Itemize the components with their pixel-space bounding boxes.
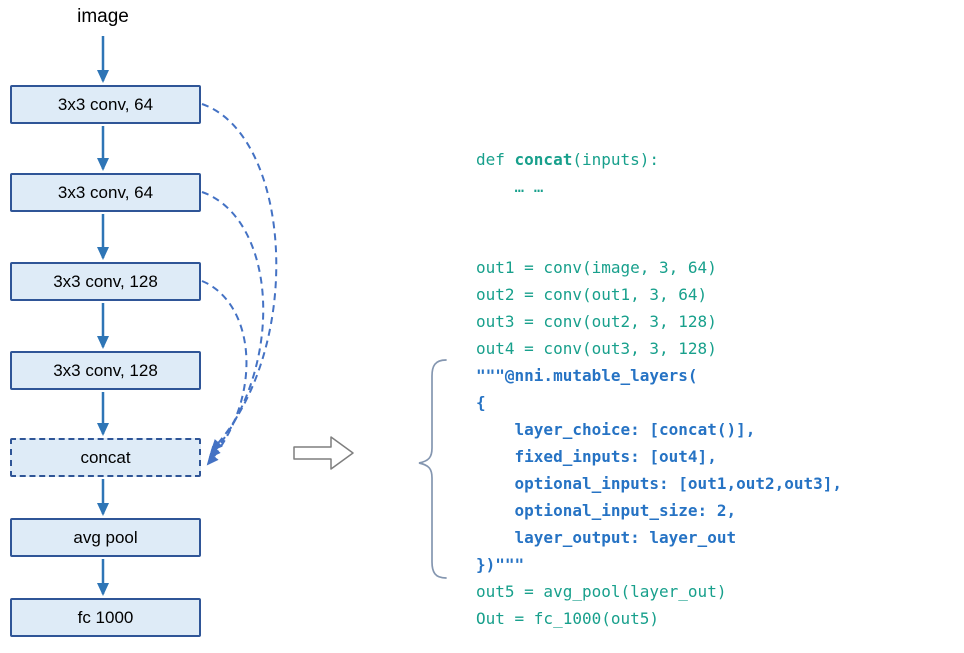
node-conv2: 3x3 conv, 64 <box>10 173 201 212</box>
code-segment: out3 = conv(out2, 3, 128) <box>476 312 717 331</box>
code-segment: { <box>476 393 486 412</box>
code-block: def concat(inputs): … … out1 = conv(imag… <box>476 146 842 632</box>
code-segment: layer_output: layer_out <box>476 528 737 547</box>
code-line: out5 = avg_pool(layer_out) <box>476 578 842 605</box>
code-line: out2 = conv(out1, 3, 64) <box>476 281 842 308</box>
node-conv1: 3x3 conv, 64 <box>10 85 201 124</box>
code-segment: concat <box>659 420 717 439</box>
code-line: … … <box>476 173 842 200</box>
code-segment: """@nni.mutable_layers( <box>476 366 698 385</box>
code-segment: fixed_inputs: [out4], <box>476 447 717 466</box>
code-line: Out = fc_1000(out5) <box>476 605 842 632</box>
code-segment: out4 = conv(out3, 3, 128) <box>476 339 717 358</box>
code-segment: optional_inputs: [out1,out2,out3], <box>476 474 843 493</box>
skip-connection-curves <box>201 103 278 466</box>
transform-arrow-icon <box>293 436 354 470</box>
code-segment: def <box>476 150 515 169</box>
code-segment: })""" <box>476 555 525 574</box>
code-segment: optional_input_size: 2, <box>476 501 737 520</box>
node-conv4: 3x3 conv, 128 <box>10 351 201 390</box>
code-line: """@nni.mutable_layers( <box>476 362 842 389</box>
code-segment: ()], <box>716 420 756 439</box>
node-conv3: 3x3 conv, 128 <box>10 262 201 301</box>
node-fc-1000: fc 1000 <box>10 598 201 637</box>
code-line <box>476 200 842 227</box>
code-line: optional_inputs: [out1,out2,out3], <box>476 470 843 497</box>
input-label: image <box>77 6 129 27</box>
code-segment: concat <box>514 150 573 169</box>
code-segment: out5 = avg_pool(layer_out) <box>476 582 727 601</box>
code-line: out4 = conv(out3, 3, 128) <box>476 335 842 362</box>
code-line: layer_choice: [concat()], <box>476 416 842 443</box>
code-line: })""" <box>476 551 842 578</box>
code-segment: (inputs): <box>572 150 660 169</box>
code-line: out3 = conv(out2, 3, 128) <box>476 308 842 335</box>
code-segment: layer_choice: [ <box>476 420 660 439</box>
code-line: def concat(inputs): <box>476 146 842 173</box>
code-line: out1 = conv(image, 3, 64) <box>476 254 842 281</box>
code-line: optional_input_size: 2, <box>476 497 842 524</box>
code-line: fixed_inputs: [out4], <box>476 443 842 470</box>
code-segment: out1 = conv(image, 3, 64) <box>476 258 717 277</box>
code-line: { <box>476 389 842 416</box>
code-segment: Out = fc_1000(out5) <box>476 609 660 628</box>
code-segment: … … <box>476 177 544 196</box>
node-avg-pool: avg pool <box>10 518 201 557</box>
node-concat: concat <box>10 438 201 477</box>
code-segment: out2 = conv(out1, 3, 64) <box>476 285 708 304</box>
code-brace <box>418 359 447 579</box>
code-line: layer_output: layer_out <box>476 524 842 551</box>
code-line <box>476 227 842 254</box>
